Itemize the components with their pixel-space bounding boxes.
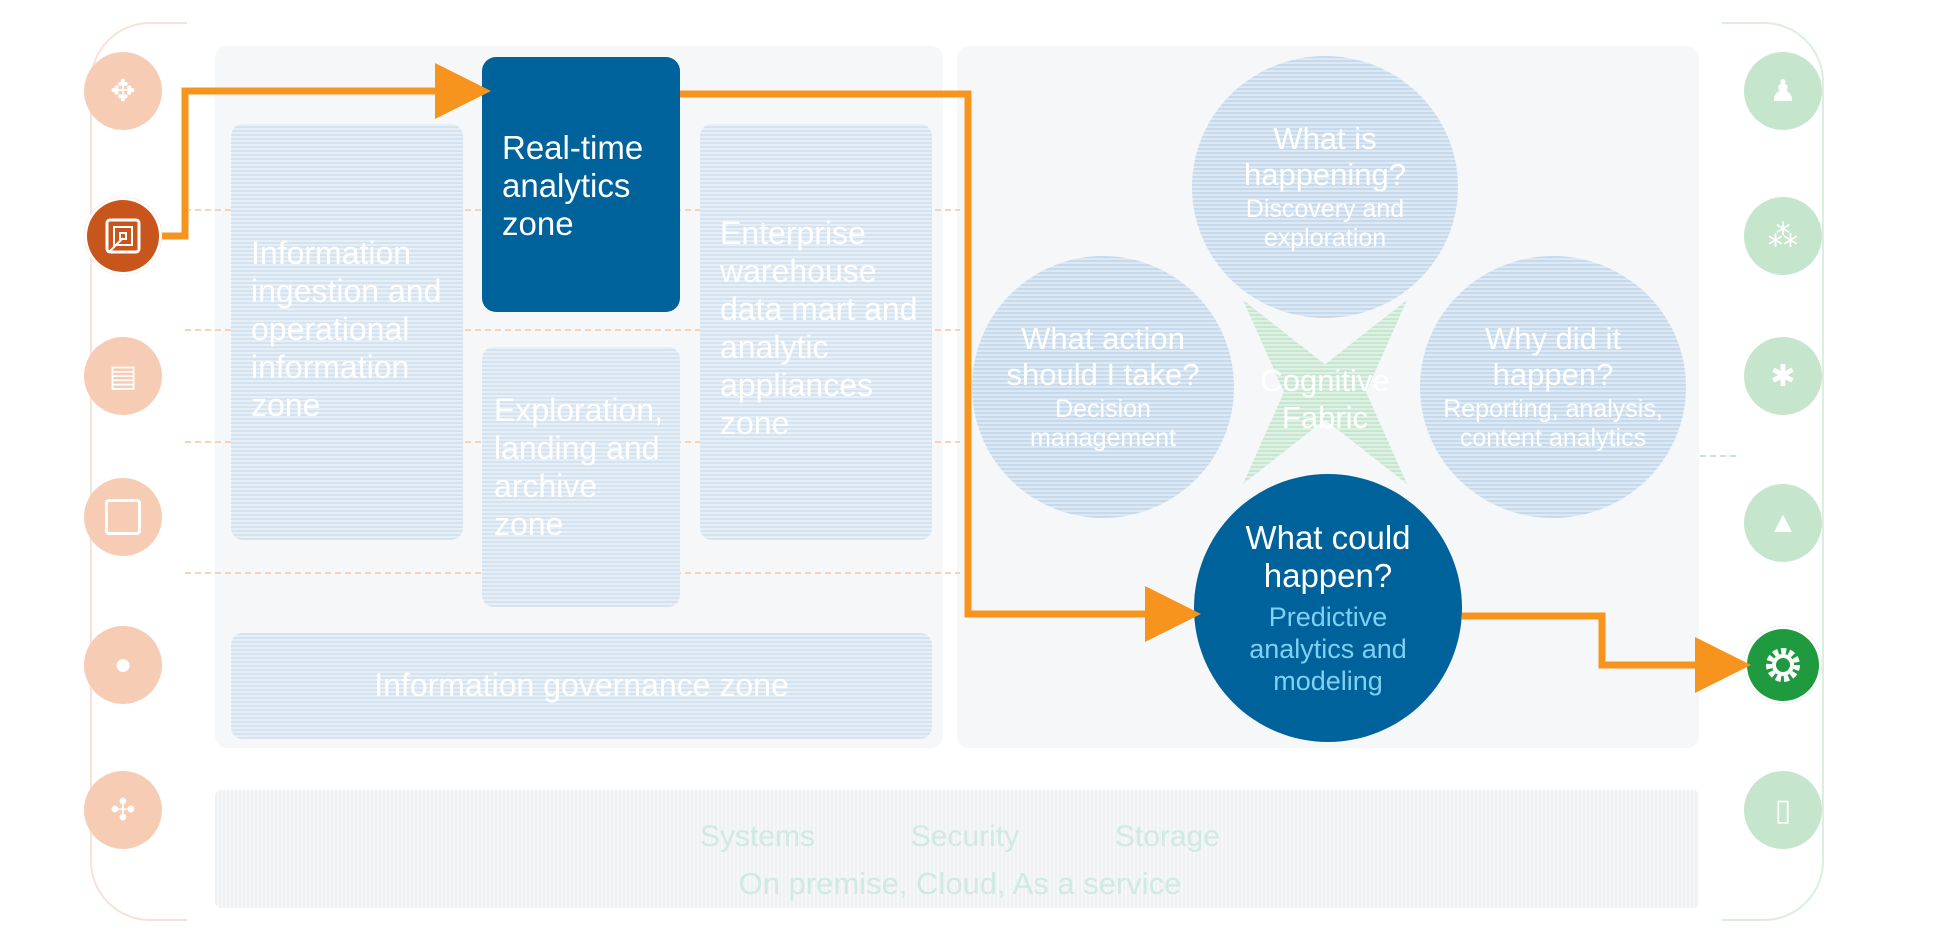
sources-bracket	[90, 22, 187, 921]
ingestion-zone-label: Information ingestion and operational in…	[251, 235, 442, 423]
exploration-zone-label: Exploration, landing and archive zone	[494, 392, 663, 542]
realtime-zone: Real-time analytics zone	[482, 57, 680, 312]
infrastructure-bar	[215, 790, 1699, 908]
target-svg	[105, 218, 141, 254]
bubble-happening: What is happening? Discovery and explora…	[1192, 56, 1458, 318]
infra-security: Security	[910, 820, 1020, 853]
group-glyph: ⁂	[1768, 219, 1798, 253]
ingestion-zone: Information ingestion and operational in…	[231, 124, 463, 540]
action-subtitle: Decision management	[1030, 395, 1176, 452]
arrows-glyph: ✥	[110, 74, 136, 108]
bubble-action: What action should I take? Decision mana…	[972, 256, 1234, 518]
document-glyph: ▤	[108, 359, 138, 393]
flow-predictive-to-outcome	[1462, 612, 1751, 693]
happening-question: What is happening?	[1243, 121, 1407, 192]
bubble-could: What could happen? Predictive analytics …	[1194, 474, 1462, 742]
governance-zone: Information governance zone	[231, 633, 932, 739]
realtime-zone-label: Real-time analytics zone	[502, 129, 644, 242]
gear-svg	[1766, 648, 1800, 682]
network-glyph: ✣	[110, 793, 136, 827]
shield-glyph: ✱	[1770, 359, 1796, 393]
target-icon[interactable]	[84, 197, 162, 275]
phone-glyph: ▯	[1774, 793, 1792, 827]
video-glyph	[100, 494, 146, 540]
video-frame	[105, 499, 141, 535]
could-question: What could happen?	[1245, 519, 1411, 594]
warehouse-zone: Enterprise warehouse data mart and analy…	[700, 124, 932, 540]
cognitive-fabric-label: Cognitive Fabric	[1260, 363, 1390, 435]
gear-icon[interactable]	[1744, 626, 1822, 704]
shield-icon: ✱	[1744, 337, 1822, 415]
chat-glyph: ●	[113, 648, 133, 681]
warning-glyph: ▲	[1768, 506, 1798, 539]
document-icon: ▤	[84, 337, 162, 415]
infra-systems: Systems	[700, 820, 816, 853]
flow-source-to-realtime	[162, 63, 491, 240]
phone-icon: ▯	[1744, 771, 1822, 849]
network-icon: ✣	[84, 771, 162, 849]
person-glyph: ♟	[1769, 74, 1797, 108]
infrastructure-items: Systems Security Storage	[700, 820, 1220, 854]
group-icon: ⁂	[1744, 197, 1822, 275]
why-subtitle: Reporting, analysis, content analytics	[1443, 395, 1663, 452]
arrows-icon: ✥	[84, 52, 162, 130]
person-icon: ♟	[1744, 52, 1822, 130]
gear-glyph	[1760, 642, 1806, 688]
infrastructure-deployment: On premise, Cloud, As a service	[738, 866, 1182, 901]
warning-icon: ▲	[1744, 484, 1822, 562]
why-question: Why did it happen?	[1484, 321, 1622, 392]
governance-zone-label: Information governance zone	[374, 667, 789, 703]
exploration-zone: Exploration, landing and archive zone	[482, 347, 680, 607]
happening-subtitle: Discovery and exploration	[1245, 195, 1405, 252]
video-icon	[84, 478, 162, 556]
outcomes-bracket	[1722, 22, 1824, 921]
chat-icon: ●	[84, 626, 162, 704]
target-glyph	[100, 213, 146, 259]
could-subtitle: Predictive analytics and modeling	[1249, 602, 1407, 696]
action-question: What action should I take?	[1006, 321, 1200, 392]
flow-realtime-to-predictive	[680, 90, 1201, 642]
bubble-why: Why did it happen? Reporting, analysis, …	[1420, 256, 1686, 518]
warehouse-zone-label: Enterprise warehouse data mart and analy…	[720, 215, 918, 441]
infra-storage: Storage	[1114, 820, 1220, 853]
